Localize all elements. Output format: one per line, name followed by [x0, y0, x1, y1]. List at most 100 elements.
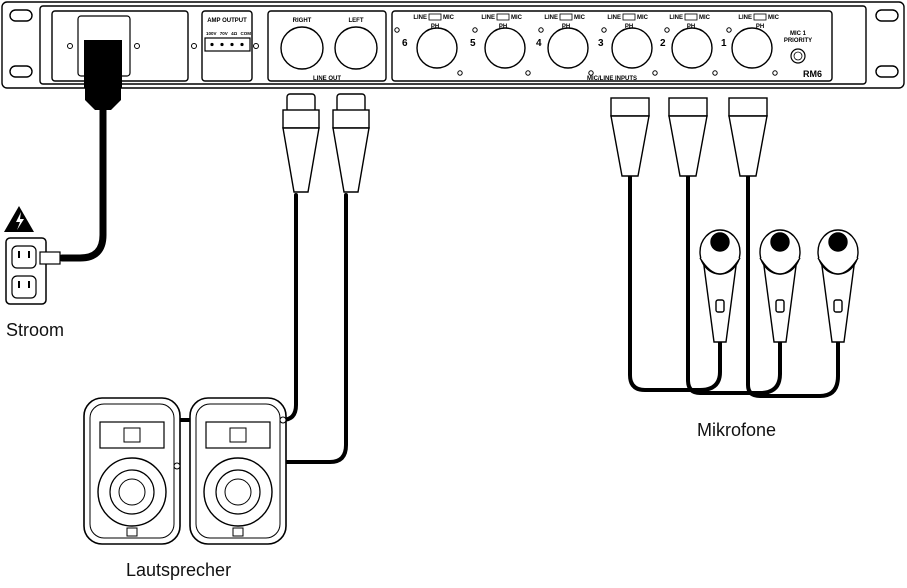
xlr-input-jack	[547, 27, 589, 69]
svg-text:2: 2	[660, 38, 666, 49]
xlr-connector-mic-1	[610, 97, 650, 177]
microphones-label: Mikrofone	[697, 420, 777, 440]
rack-front-plate	[39, 5, 867, 85]
speaker-icon	[189, 397, 287, 545]
rack-ear-slots	[9, 9, 899, 78]
electric-warning-icon	[4, 206, 34, 232]
line-mic-switch	[559, 13, 573, 21]
input-channels: 6 LINE MIC PH 5 LINE MIC PH 4 LINE M	[394, 13, 780, 76]
svg-text:LINE: LINE	[413, 15, 427, 21]
speakers	[83, 397, 287, 545]
microphones	[699, 229, 859, 343]
mic-cable-3	[746, 173, 840, 398]
input-channel-4: 4 LINE MIC PH	[536, 13, 594, 76]
xlr-connector-right	[282, 93, 320, 193]
mic-cable-2	[686, 173, 782, 395]
power-plug	[85, 86, 121, 110]
priority-label-line1: MIC 1	[790, 31, 807, 37]
speaker-cable-left	[280, 193, 348, 464]
microphone-icon	[759, 229, 801, 343]
screw-icon	[134, 43, 140, 49]
svg-text:MIC: MIC	[511, 15, 523, 21]
input-channel-2: 2 LINE MIC PH	[660, 13, 718, 76]
line-mic-switch	[496, 13, 510, 21]
svg-text:PH: PH	[756, 24, 764, 30]
outlet-socket-icon	[11, 245, 37, 269]
model-label: RM6	[803, 69, 822, 79]
xlr-female-connectors	[610, 97, 768, 177]
inputs-label: MIC/LINE INPUTS	[587, 76, 637, 82]
input-channel-1: 1 LINE MIC PH	[721, 13, 780, 76]
screw-icon	[191, 43, 197, 49]
xlr-left-output	[334, 26, 378, 70]
svg-text:PH: PH	[625, 24, 633, 30]
input-channel-6: 6 LINE MIC PH	[394, 13, 463, 76]
svg-text:MIC: MIC	[574, 15, 586, 21]
xlr-input-jack	[671, 27, 713, 69]
svg-text:LINE: LINE	[607, 15, 621, 21]
svg-text:3: 3	[598, 38, 604, 49]
priority-knob	[790, 48, 806, 64]
rack-slot-icon	[875, 9, 899, 22]
svg-text:LINE: LINE	[669, 15, 683, 21]
svg-text:1: 1	[721, 38, 727, 49]
svg-text:5: 5	[470, 38, 476, 49]
screw-icon	[253, 43, 259, 49]
screw-icon	[67, 43, 73, 49]
svg-text:MIC: MIC	[699, 15, 711, 21]
power-cable	[58, 104, 107, 262]
svg-text:LINE: LINE	[738, 15, 752, 21]
line-mic-switch	[428, 13, 442, 21]
input-channel-5: 5 LINE MIC PH	[470, 13, 531, 76]
line-mic-switch	[684, 13, 698, 21]
microphone-icon	[817, 229, 859, 343]
wall-plug	[39, 251, 61, 265]
microphone-icon	[699, 229, 741, 343]
input-channel-3: 3 LINE MIC PH	[598, 13, 658, 76]
svg-text:LINE: LINE	[544, 15, 558, 21]
svg-text:PH: PH	[431, 24, 439, 30]
power-label: Stroom	[6, 320, 65, 340]
power-outlet	[5, 237, 61, 305]
xlr-input-jack	[611, 27, 653, 69]
svg-text:LINE: LINE	[481, 15, 495, 21]
rack-slot-icon	[875, 65, 899, 78]
power-plug-body	[84, 40, 122, 88]
left-label: LEFT	[349, 18, 364, 24]
svg-text:MIC: MIC	[637, 15, 649, 21]
speaker-icon	[83, 397, 181, 545]
svg-text:MIC: MIC	[768, 15, 780, 21]
xlr-male-connectors	[282, 93, 370, 193]
svg-text:PH: PH	[499, 24, 507, 30]
line-mic-switch	[753, 13, 767, 21]
svg-text:6: 6	[402, 38, 408, 49]
xlr-input-jack	[416, 27, 458, 69]
amp-terminal-labels: 100V 70V 4Ω COM	[206, 31, 251, 36]
speaker-cable-right	[174, 193, 298, 422]
xlr-connector-left	[332, 93, 370, 193]
amp-output-title: AMP OUTPUT	[207, 18, 247, 24]
svg-text:4: 4	[536, 38, 542, 49]
mic-cable-1	[628, 173, 722, 392]
outlet-socket-icon	[11, 275, 37, 299]
priority-label-line2: PRIORITY	[784, 38, 812, 44]
inputs-section	[391, 10, 833, 82]
line-out-label: LINE OUT	[313, 76, 341, 82]
xlr-input-jack	[484, 27, 526, 69]
svg-text:PH: PH	[687, 24, 695, 30]
rack-slot-icon	[9, 65, 33, 78]
right-label: RIGHT	[293, 18, 312, 24]
xlr-connector-mic-2	[668, 97, 708, 177]
xlr-input-jack	[731, 27, 773, 69]
svg-text:MIC: MIC	[443, 15, 455, 21]
xlr-right-output	[280, 26, 324, 70]
line-mic-switch	[622, 13, 636, 21]
svg-text:PH: PH	[562, 24, 570, 30]
speakers-label: Lautsprecher	[126, 560, 232, 580]
line-out-section	[267, 10, 387, 82]
speaker-horn	[205, 421, 271, 449]
rack-slot-icon	[9, 9, 33, 22]
amp-section	[201, 10, 253, 82]
